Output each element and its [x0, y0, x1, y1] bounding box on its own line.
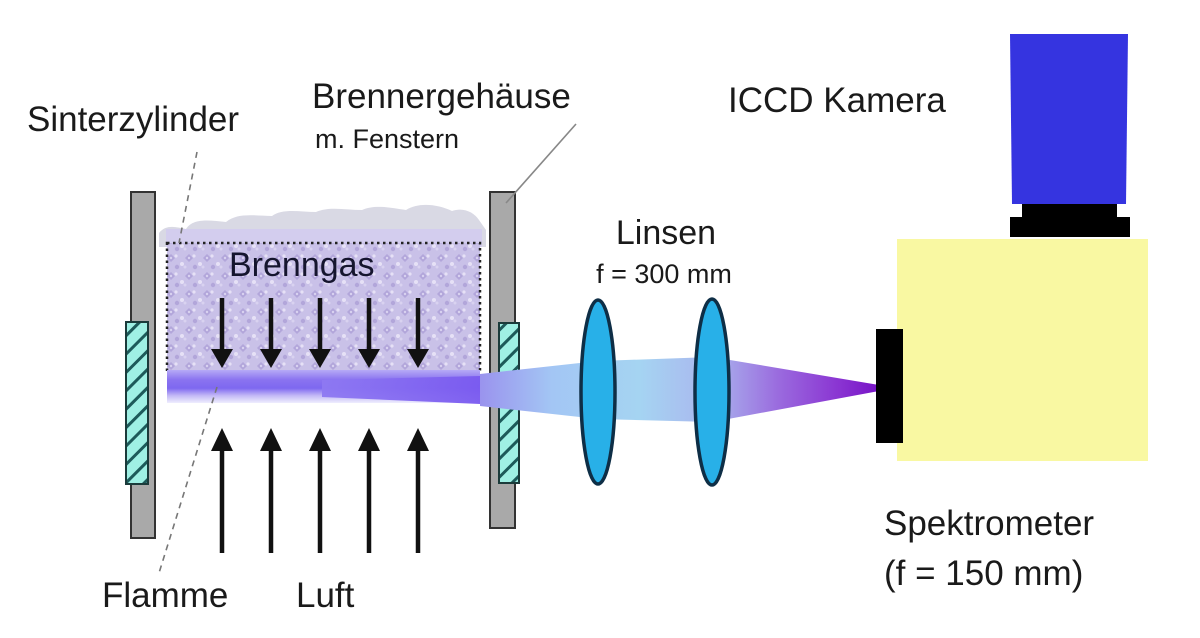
label-luft: Luft [296, 576, 355, 615]
window-left [125, 321, 149, 485]
gas-flow-arrows-down [211, 298, 429, 368]
label-brennergehaeuse: Brennergehäuse [312, 77, 571, 116]
spectrometer-entrance-slit [876, 329, 903, 443]
label-linsen: Linsen [615, 214, 717, 252]
iccd-camera-body [1010, 34, 1128, 204]
label-brenngas: Brenngas [229, 246, 375, 284]
camera-mount-lower [1010, 217, 1130, 237]
label-linsen-focal: f = 300 mm [596, 259, 732, 289]
camera-mount-upper [1022, 204, 1117, 217]
lens-1 [579, 298, 617, 486]
leader-flamme [158, 386, 218, 574]
lens-2 [693, 297, 731, 487]
label-flamme: Flamme [102, 576, 229, 615]
label-sinterzylinder: Sinterzylinder [27, 100, 240, 139]
label-spektrometer: Spektrometer [884, 504, 1095, 543]
light-beam [480, 357, 879, 422]
label-brennergehaeuse-sub: m. Fenstern [315, 124, 460, 154]
flame-sight-wedge [322, 376, 480, 404]
air-flow-arrows-up [211, 428, 429, 553]
leader-brennergehaeuse [505, 123, 577, 204]
label-iccd-kamera: ICCD Kamera [728, 81, 946, 120]
label-spektrometer-focal: (f = 150 mm) [884, 554, 1084, 593]
spectrometer-box [897, 239, 1148, 461]
leader-sinterzylinder [178, 151, 198, 244]
